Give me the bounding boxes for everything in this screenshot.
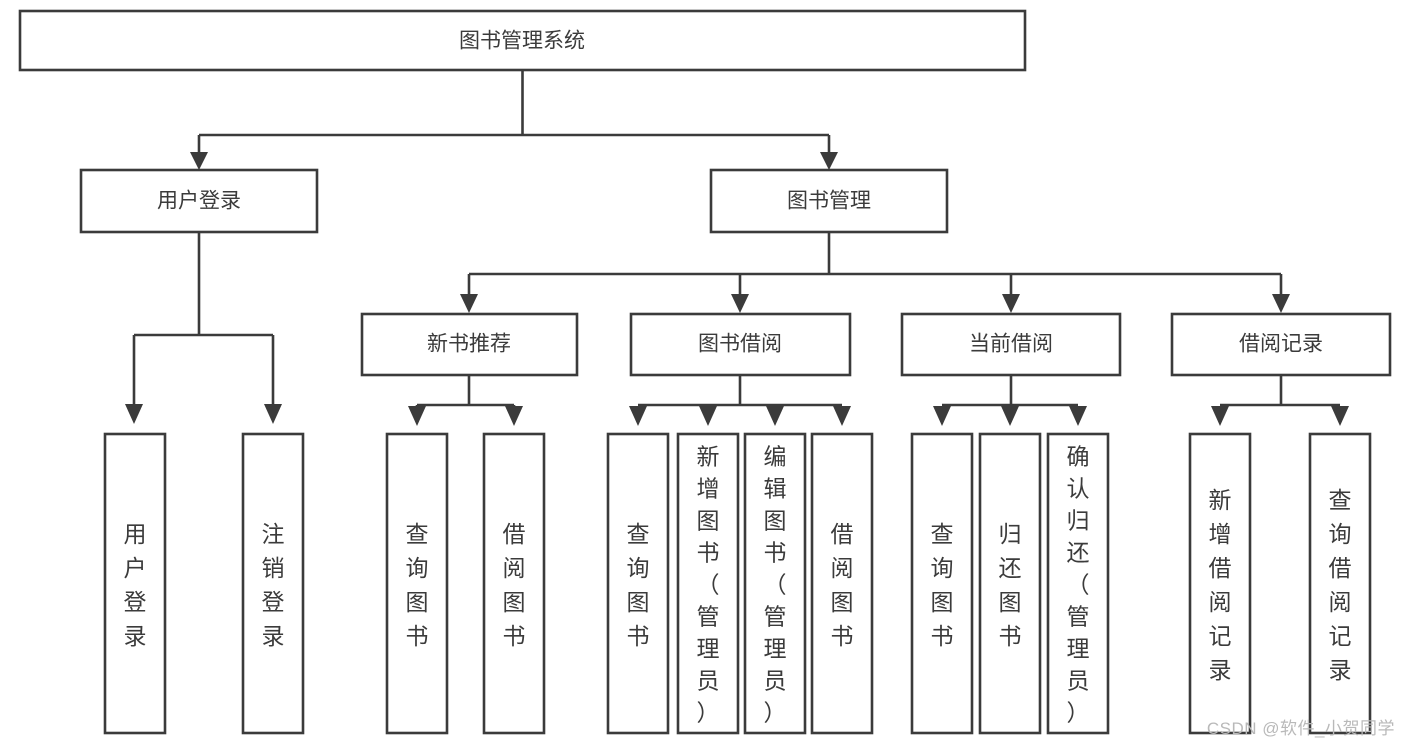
node-root[interactable]: 图书管理系统 <box>18 9 1027 72</box>
root-box[interactable] <box>18 9 1027 72</box>
arrow-book-manage <box>820 152 838 170</box>
arrow-leaf-query-book-1 <box>408 406 426 426</box>
leaf-confirm-return-box[interactable] <box>1046 432 1110 735</box>
user-login-label: 用户登录 <box>157 190 241 213</box>
current-borrow-box[interactable] <box>900 312 1122 377</box>
node-book-manage[interactable]: 图书管理 <box>709 168 949 234</box>
book-borrow-box[interactable] <box>629 312 852 377</box>
leaf-query-book-2-label: 查询图书 <box>627 521 650 649</box>
leaf-confirm-return-label: 确认归还（管理员） <box>1067 443 1090 725</box>
leaf-user-logout[interactable]: 注销登录 <box>241 432 305 735</box>
arrow-current-borrow <box>1002 294 1020 313</box>
leaf-add-book-label: 新增图书（管理员） <box>697 443 720 725</box>
arrow-leaf-edit-book <box>766 406 784 426</box>
leaf-edit-book-label: 编辑图书（管理员） <box>764 443 787 725</box>
arrow-leaf-borrow-book-1 <box>505 406 523 426</box>
leaf-query-book-1-box[interactable] <box>385 432 449 735</box>
csdn-watermark: CSDN @软件_小贺同学 <box>1206 719 1395 738</box>
arrow-new-book-recommend <box>460 294 478 313</box>
leaf-add-record[interactable]: 新增借阅记录 <box>1188 432 1252 735</box>
arrow-leaf-user-login <box>125 404 143 424</box>
leaf-borrow-book-2[interactable]: 借阅图书 <box>810 432 874 735</box>
leaf-borrow-book-2-label: 借阅图书 <box>831 521 854 649</box>
arrow-leaf-add-book <box>699 406 717 426</box>
leaf-query-record-label: 查询借阅记录 <box>1329 487 1352 683</box>
arrow-leaf-return-book <box>1001 406 1019 426</box>
arrow-leaf-borrow-book-2 <box>833 406 851 426</box>
leaf-add-book-box[interactable] <box>676 432 740 735</box>
node-borrow-record[interactable]: 借阅记录 <box>1170 312 1392 377</box>
leaf-user-logout-box[interactable] <box>241 432 305 735</box>
edge-layer <box>125 70 1349 426</box>
node-current-borrow[interactable]: 当前借阅 <box>900 312 1122 377</box>
book-borrow-label: 图书借阅 <box>698 333 782 356</box>
arrow-leaf-query-book-3 <box>933 406 951 426</box>
leaf-edit-book-box[interactable] <box>743 432 807 735</box>
arrow-leaf-query-book-2 <box>629 406 647 426</box>
leaf-edit-book[interactable]: 编辑图书（管理员） <box>743 432 807 735</box>
leaf-user-login-box[interactable] <box>103 432 167 735</box>
arrow-borrow-record <box>1272 294 1290 313</box>
leaf-user-logout-label: 注销登录 <box>262 521 285 649</box>
leaf-add-book[interactable]: 新增图书（管理员） <box>676 432 740 735</box>
new-book-recommend-label: 新书推荐 <box>427 333 511 356</box>
arrow-book-borrow <box>731 294 749 313</box>
arrow-user-login <box>190 152 208 170</box>
leaf-query-book-1-label: 查询图书 <box>406 521 429 649</box>
leaf-query-book-2-box[interactable] <box>606 432 670 735</box>
leaf-return-book[interactable]: 归还图书 <box>978 432 1042 735</box>
book-manage-box[interactable] <box>709 168 949 234</box>
leaf-user-login-label: 用户登录 <box>124 521 147 649</box>
leaf-return-book-label: 归还图书 <box>999 521 1022 649</box>
arrow-leaf-confirm-return <box>1069 406 1087 426</box>
book-manage-label: 图书管理 <box>787 190 871 213</box>
node-book-borrow[interactable]: 图书借阅 <box>629 312 852 377</box>
leaf-add-record-label: 新增借阅记录 <box>1209 487 1232 683</box>
root-label: 图书管理系统 <box>459 30 585 53</box>
borrow-record-box[interactable] <box>1170 312 1392 377</box>
arrow-leaf-add-record <box>1211 406 1229 426</box>
leaf-return-book-box[interactable] <box>978 432 1042 735</box>
arrow-leaf-user-logout <box>264 404 282 424</box>
leaf-borrow-book-1-box[interactable] <box>482 432 546 735</box>
new-book-recommend-box[interactable] <box>360 312 579 377</box>
leaf-query-book-3-label: 查询图书 <box>931 521 954 649</box>
leaf-query-record[interactable]: 查询借阅记录 <box>1308 432 1372 735</box>
leaf-borrow-book-1[interactable]: 借阅图书 <box>482 432 546 735</box>
leaf-borrow-book-2-box[interactable] <box>810 432 874 735</box>
leaf-query-book-3[interactable]: 查询图书 <box>910 432 974 735</box>
node-user-login[interactable]: 用户登录 <box>79 168 319 234</box>
leaf-query-record-box[interactable] <box>1308 432 1372 735</box>
node-new-book-recommend[interactable]: 新书推荐 <box>360 312 579 377</box>
leaf-confirm-return[interactable]: 确认归还（管理员） <box>1046 432 1110 735</box>
leaf-query-book-3-box[interactable] <box>910 432 974 735</box>
leaf-query-book-1[interactable]: 查询图书 <box>385 432 449 735</box>
arrow-leaf-query-record <box>1331 406 1349 426</box>
current-borrow-label: 当前借阅 <box>969 333 1053 356</box>
leaf-query-book-2[interactable]: 查询图书 <box>606 432 670 735</box>
leaf-add-record-box[interactable] <box>1188 432 1252 735</box>
borrow-record-label: 借阅记录 <box>1239 333 1323 356</box>
leaf-user-login[interactable]: 用户登录 <box>103 432 167 735</box>
user-login-box[interactable] <box>79 168 319 234</box>
leaf-borrow-book-1-label: 借阅图书 <box>503 521 526 649</box>
